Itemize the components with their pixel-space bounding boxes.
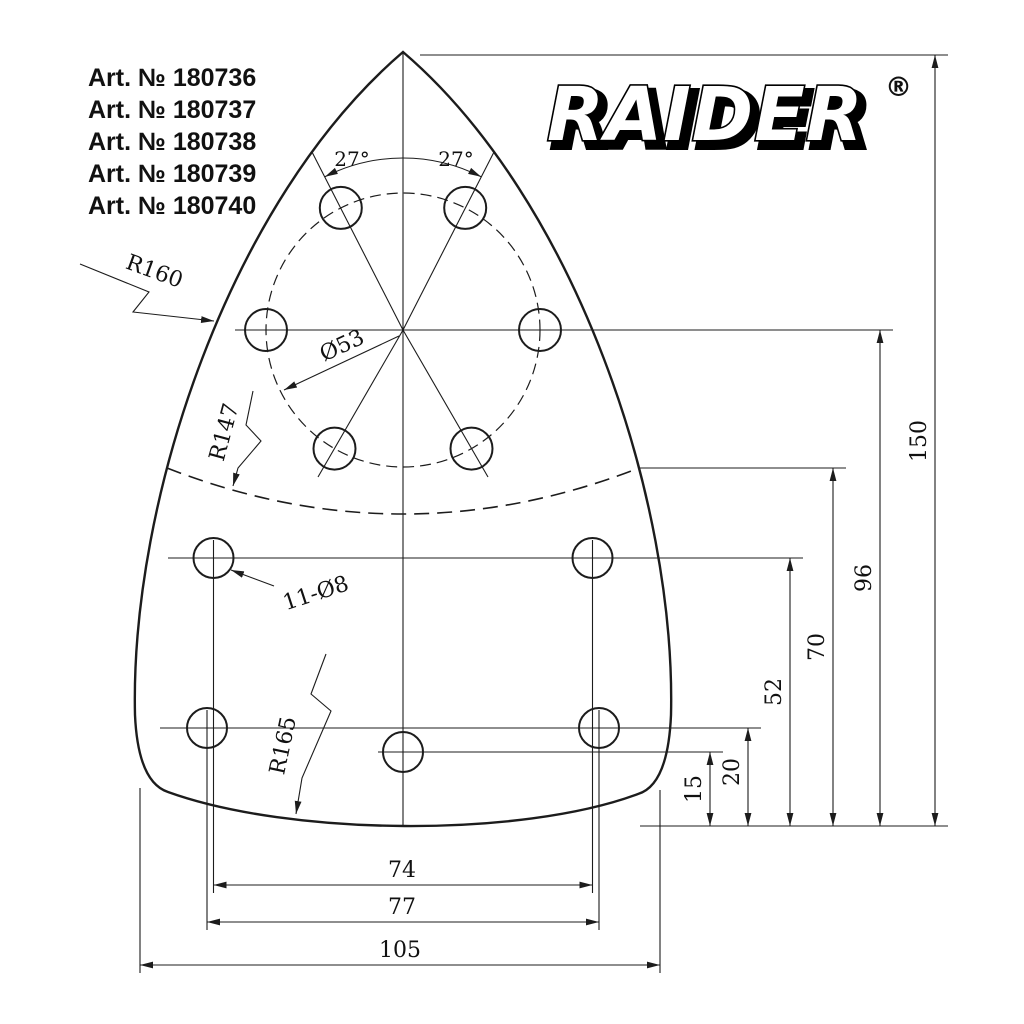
holes-callout-leader bbox=[230, 569, 275, 587]
r165-label: R165 bbox=[265, 714, 302, 776]
hole-row52-left bbox=[192, 537, 235, 579]
r165-leader bbox=[294, 653, 332, 815]
r147-leader bbox=[232, 390, 262, 487]
article-number-1: Art. № 180736 bbox=[88, 64, 256, 92]
hole-bottom-right bbox=[449, 426, 494, 471]
radial-minus27 bbox=[311, 151, 404, 331]
brand-logo-text: RAIDER bbox=[547, 72, 864, 158]
hole-bottom-left bbox=[312, 426, 357, 471]
dim-20-label: 20 bbox=[720, 758, 745, 786]
article-number-5: Art. № 180740 bbox=[88, 192, 256, 220]
r147-label: R147 bbox=[205, 401, 244, 464]
r160-leader bbox=[79, 263, 215, 323]
article-number-2: Art. № 180737 bbox=[88, 96, 256, 124]
article-number-4: Art. № 180739 bbox=[88, 160, 256, 188]
angle-left-label: 27° bbox=[334, 147, 369, 171]
brand-logo-shadow: RAIDER bbox=[553, 78, 870, 164]
radial-minus150 bbox=[317, 329, 404, 478]
article-number-list: Art. № 180736 Art. № 180737 Art. № 18073… bbox=[88, 64, 256, 220]
dim-52-label: 52 bbox=[762, 678, 787, 706]
hole-row15-center bbox=[382, 731, 424, 773]
dim-15-label: 15 bbox=[682, 775, 707, 803]
pad-outline bbox=[133, 50, 673, 828]
holes-callout-label: 11-Ø8 bbox=[280, 572, 352, 617]
dim-70-label: 70 bbox=[805, 633, 830, 661]
extension-lines bbox=[139, 52, 948, 973]
dimension-lines bbox=[79, 55, 939, 969]
hole-left bbox=[244, 308, 288, 352]
dim-74-label: 74 bbox=[388, 858, 416, 883]
angle-arc-left bbox=[324, 157, 404, 178]
pad-separation-arc bbox=[166, 467, 640, 515]
angle-right-label: 27° bbox=[438, 147, 473, 171]
hole-top-left bbox=[318, 185, 363, 230]
dim-150-label: 150 bbox=[907, 420, 932, 462]
bolt-circle bbox=[265, 192, 541, 468]
dim-105-label: 105 bbox=[379, 938, 421, 963]
hole-row20-left bbox=[186, 707, 228, 749]
diameter-leader bbox=[283, 335, 400, 391]
dimension-labels: 15 20 52 70 96 150 74 77 105 27° 27° Ø53… bbox=[122, 147, 932, 963]
registered-trademark-icon: ® bbox=[885, 72, 912, 103]
dim-96-label: 96 bbox=[852, 564, 877, 592]
hole-row20-right bbox=[578, 707, 620, 749]
dim-77-label: 77 bbox=[388, 895, 416, 920]
diameter-label: Ø53 bbox=[316, 325, 368, 367]
angle-arc-right bbox=[402, 157, 482, 178]
hole-row52-right bbox=[571, 537, 614, 579]
r160-label: R160 bbox=[122, 250, 186, 294]
brand-logo: RAIDER RAIDER ® bbox=[545, 70, 912, 168]
article-number-3: Art. № 180738 bbox=[88, 128, 256, 156]
radial-plus150 bbox=[402, 329, 489, 478]
radial-plus27 bbox=[402, 151, 495, 331]
holes bbox=[186, 185, 620, 773]
hole-top-right bbox=[443, 185, 488, 230]
hole-right bbox=[518, 308, 562, 352]
